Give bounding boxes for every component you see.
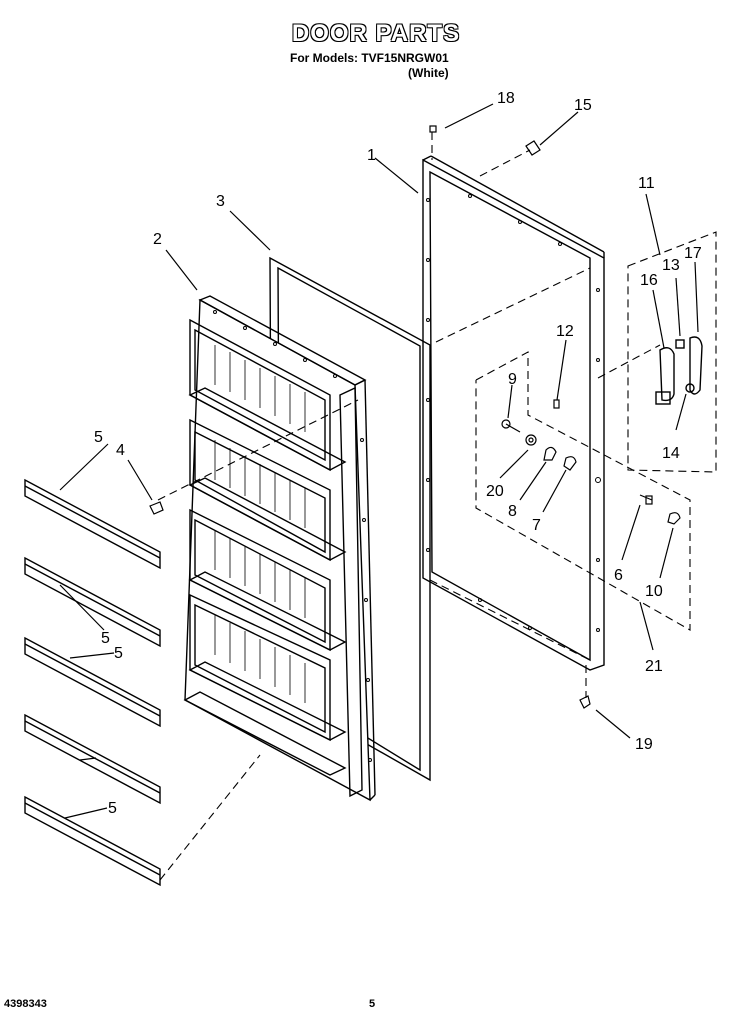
callout-5d: 5 (108, 800, 117, 817)
callout-5a: 5 (94, 429, 103, 446)
callout-12: 12 (556, 323, 574, 340)
callout-10: 10 (645, 583, 663, 600)
models-line: For Models: TVF15NRGW01 (290, 51, 449, 65)
document-number: 4398343 (4, 998, 47, 1010)
callout-1: 1 (367, 147, 376, 164)
callout-18: 18 (497, 90, 515, 107)
shelf-rails (24, 478, 161, 887)
callout-20: 20 (486, 483, 504, 500)
callout-16: 16 (640, 272, 658, 289)
callout-13: 13 (662, 257, 680, 274)
callout-labels: 1 2 3 4 5 5 5 5 6 7 8 9 10 11 12 13 14 1… (94, 90, 702, 817)
page-number: 5 (369, 998, 376, 1010)
variant-label: (White) (408, 66, 449, 80)
callout-5b: 5 (101, 630, 110, 647)
small-hardware (149, 125, 681, 709)
callout-leaders (59, 103, 699, 819)
callout-5c: 5 (114, 645, 123, 662)
callout-3: 3 (216, 193, 225, 210)
callout-14: 14 (662, 445, 680, 462)
callout-17: 17 (684, 245, 702, 262)
callout-4: 4 (116, 442, 125, 459)
callout-15: 15 (574, 97, 592, 114)
callout-7: 7 (532, 517, 541, 534)
callout-9: 9 (508, 371, 517, 388)
callout-21: 21 (645, 658, 663, 675)
hinge-assembly (655, 336, 703, 405)
door-liner (183, 295, 376, 802)
callout-19: 19 (635, 736, 653, 753)
callout-2: 2 (153, 231, 162, 248)
callout-6: 6 (614, 567, 623, 584)
door-panel (422, 155, 605, 671)
page-title: DOOR PARTS (291, 20, 461, 47)
group-outlines (157, 132, 717, 881)
callout-11: 11 (638, 175, 655, 192)
callout-8: 8 (508, 503, 517, 520)
